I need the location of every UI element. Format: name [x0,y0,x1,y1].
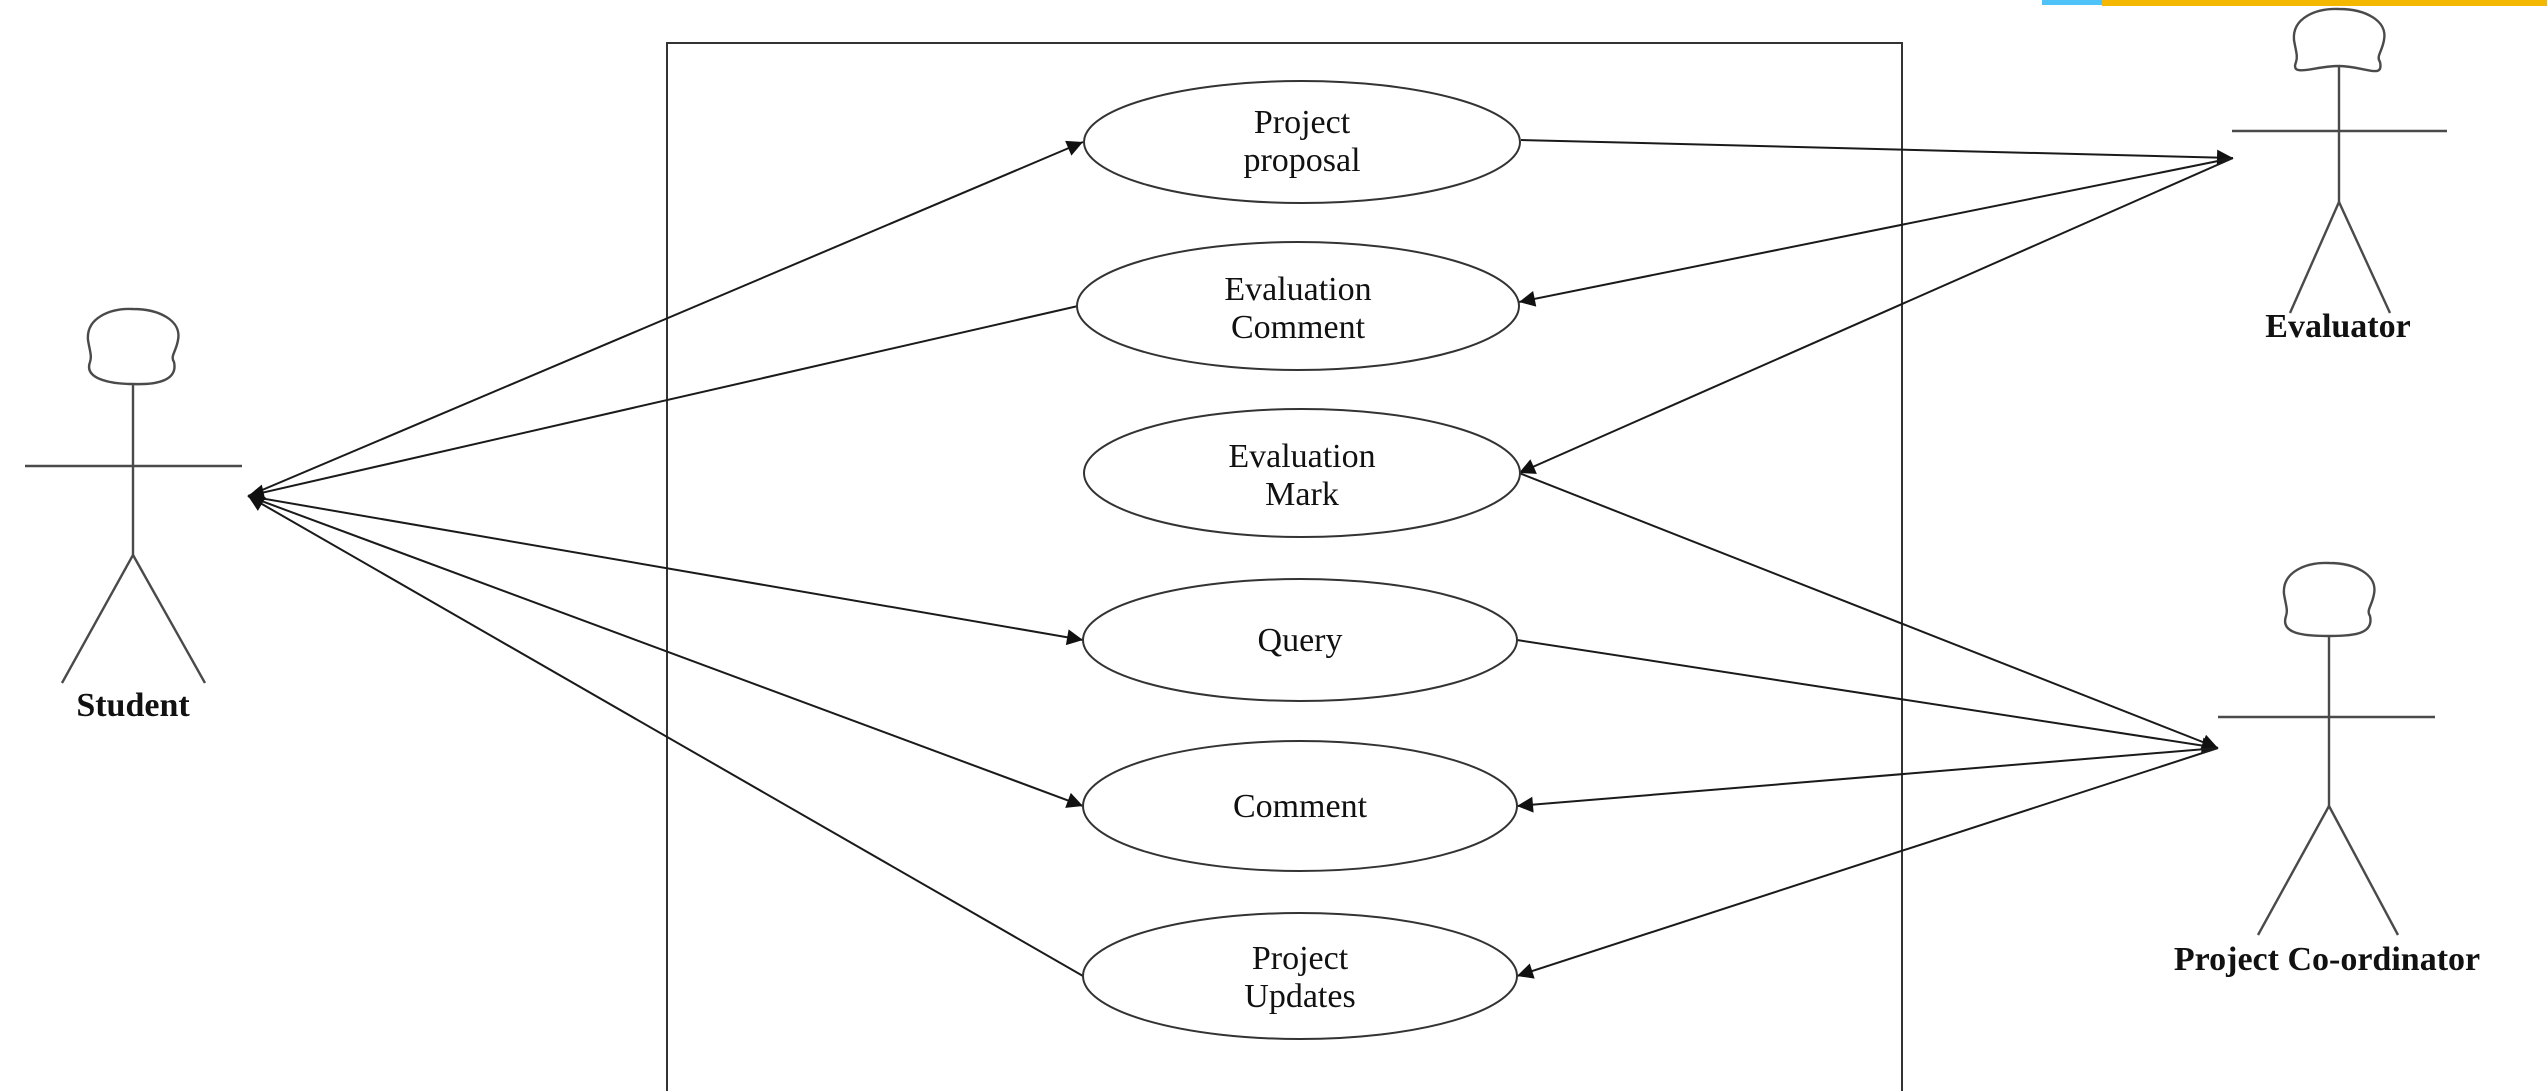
use-cases: Project proposal Evaluation Comment Eval… [1076,80,1521,1040]
use-case-project-proposal[interactable]: Project proposal [1083,80,1521,204]
use-case-project-updates[interactable]: Project Updates [1082,912,1518,1040]
association-coordinator-project-updates [1516,747,2219,979]
corner-accent-yellow [2102,0,2547,6]
actor-label: Student [76,687,190,724]
use-case-label-line-1: Project [1254,104,1351,141]
use-case-evaluation-mark[interactable]: Evaluation Mark [1083,408,1521,538]
association-student-project-proposal [247,140,1084,497]
use-case-label-line-2: proposal [1243,142,1360,179]
actor-student[interactable]: Student [25,307,242,724]
association-coordinator-comment [1516,747,2219,813]
association-student-comment [247,495,1084,808]
association-project-proposal-evaluator [1520,139,2234,166]
use-case-label-line-2: Comment [1231,309,1366,346]
use-case-label: Comment [1233,788,1368,825]
associations [247,139,2234,979]
use-case-label-line-1: Evaluation [1228,438,1375,475]
use-case-query[interactable]: Query [1082,578,1518,702]
actor-label: Project Co-ordinator [2174,941,2480,978]
association-project-updates-student [247,495,1084,977]
association-evaluator-evaluation-comment [1518,157,2234,307]
use-case-label-line-1: Project [1252,940,1349,977]
stick-figure-icon [25,307,242,684]
system-boundary [666,42,1903,1091]
association-evaluator-evaluation-mark [1518,157,2234,474]
use-case-label-line-2: Mark [1265,476,1339,513]
association-query-coordinator [1516,639,2219,754]
association-evaluation-comment-student [247,305,1079,501]
association-evaluation-mark-coordinator [1518,472,2219,750]
association-student-query [247,495,1084,646]
actor-project-coordinator[interactable]: Project Co-ordinator [2174,561,2480,978]
use-case-label-line-1: Evaluation [1224,271,1371,308]
stick-figure-icon [2218,561,2435,936]
corner-accent-blue [2042,0,2102,5]
actor-evaluator[interactable]: Evaluator [2232,7,2447,345]
stick-figure-icon [2232,7,2447,314]
actor-label: Evaluator [2265,308,2410,345]
use-case-label: Query [1258,622,1343,659]
use-case-label-line-2: Updates [1244,978,1355,1015]
use-case-comment[interactable]: Comment [1082,740,1518,872]
use-case-evaluation-comment[interactable]: Evaluation Comment [1076,241,1520,371]
corner-accent [2042,0,2547,6]
